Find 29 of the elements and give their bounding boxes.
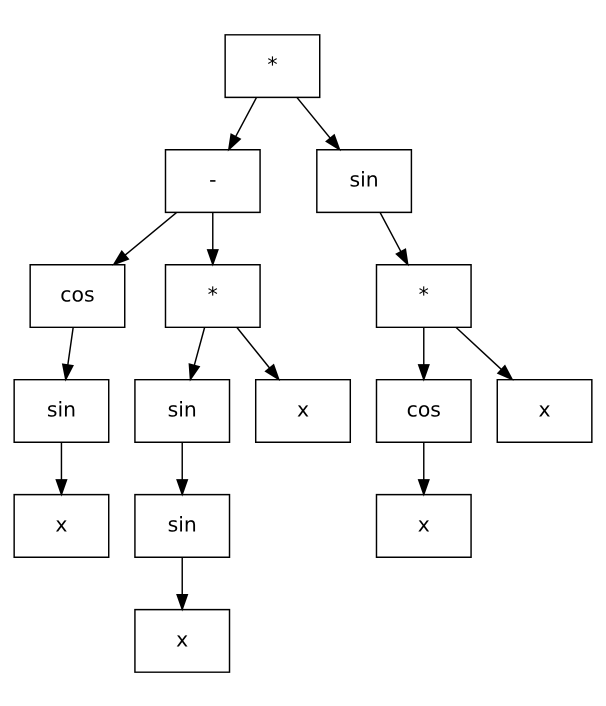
arrow [379, 212, 409, 266]
arrow [176, 442, 188, 496]
node-box: * [164, 264, 261, 328]
arrow [296, 96, 341, 151]
arrow [236, 326, 280, 381]
arrow [418, 327, 430, 382]
node-box: cos [29, 264, 126, 328]
node-box: - [164, 148, 261, 213]
node-box: x [496, 378, 593, 442]
node-box: cos [376, 378, 472, 442]
arrow [206, 212, 219, 266]
node-box: x [376, 493, 472, 558]
node-box: x [134, 608, 230, 672]
node-box: sin [134, 493, 230, 558]
node-box: sin [316, 148, 412, 213]
arrow [228, 96, 258, 151]
node-box: * [224, 34, 320, 98]
arrow [188, 326, 206, 382]
node-box: * [376, 264, 472, 328]
arrow [112, 211, 177, 266]
node-box: sin [134, 378, 230, 442]
node-box: x [13, 493, 110, 558]
arrow [176, 556, 188, 612]
arrow [418, 442, 430, 496]
node-box: sin [13, 378, 110, 442]
arrow [62, 326, 74, 382]
arrow [456, 326, 514, 380]
arrow [55, 442, 68, 496]
node-box: x [254, 378, 352, 442]
